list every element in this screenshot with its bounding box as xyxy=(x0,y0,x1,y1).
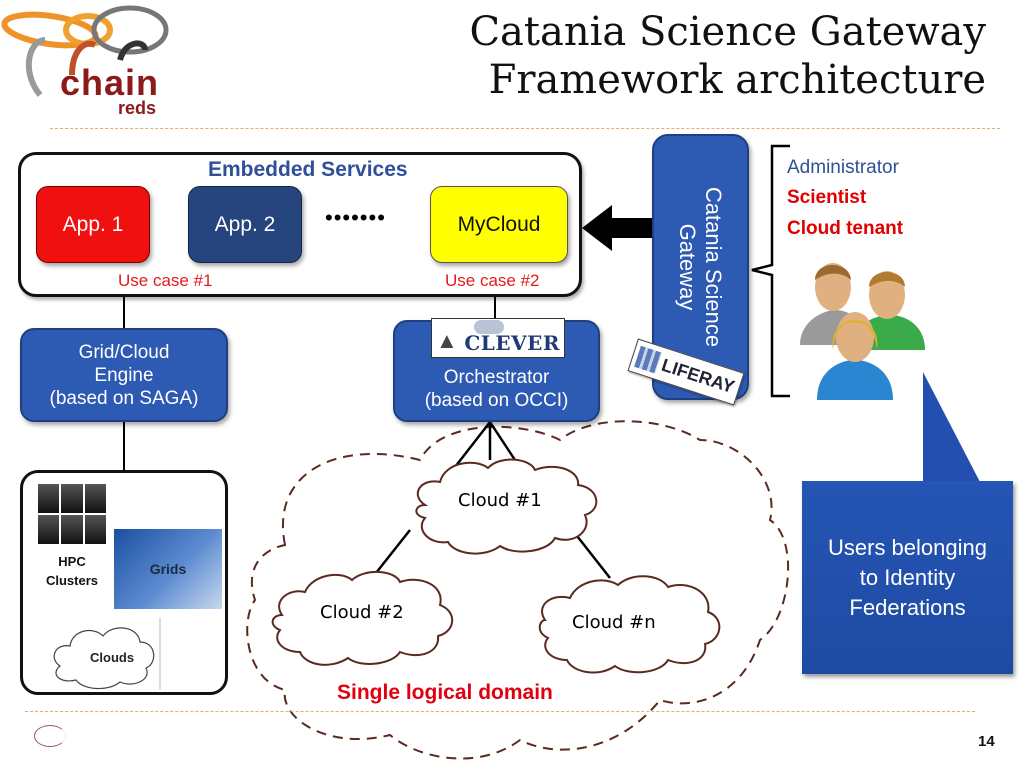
hpc-line1: HPC xyxy=(58,554,86,569)
cloud-2-label: Cloud #2 xyxy=(320,602,404,623)
connector-cloud1-cloud2 xyxy=(371,529,411,579)
logo-rings-icon xyxy=(1,5,169,97)
roles-bracket xyxy=(751,144,790,398)
apps-ellipsis: ••••••• xyxy=(325,205,386,230)
clever-wolf-icon: ▲ xyxy=(436,328,458,353)
app-2-label: App. 2 xyxy=(214,212,276,236)
mycloud-label: MyCloud xyxy=(457,212,541,236)
footer-divider xyxy=(25,711,975,712)
use-case-1-label: Use case #1 xyxy=(118,271,213,290)
hpc-clusters-label: HPC Clusters xyxy=(30,552,114,590)
liferay-logo-icon xyxy=(634,345,662,374)
gateway-label: Catania Science Gateway xyxy=(675,187,727,347)
logo-word-reds: reds xyxy=(118,98,157,118)
connector-cloud1-cloudn xyxy=(569,526,611,579)
callout-line2: to Identity xyxy=(859,564,956,590)
grids-label: Grids xyxy=(149,561,187,577)
role-scientist: Scientist xyxy=(787,187,867,208)
engine-line3: (based on SAGA) xyxy=(49,387,199,409)
page-number: 14 xyxy=(978,733,995,750)
single-domain-outline xyxy=(246,420,790,760)
clever-badge: ▲ CLEVER xyxy=(431,318,565,358)
callout-pointer xyxy=(923,372,980,482)
single-logical-domain-label: Single logical domain xyxy=(337,681,553,704)
users-group-icon xyxy=(800,263,925,400)
clouds-resource-label: Clouds xyxy=(90,650,135,665)
callout-line3: Federations xyxy=(849,594,966,620)
app-2-box[interactable]: App. 2 xyxy=(188,186,302,263)
embedded-services-heading: Embedded Services xyxy=(208,158,408,181)
logo-word-chain: chain xyxy=(60,62,160,103)
title-line-2: Framework architecture xyxy=(488,57,986,103)
role-cloud-tenant: Cloud tenant xyxy=(787,218,904,239)
app-1-box[interactable]: App. 1 xyxy=(36,186,150,263)
connector-orch-cloud1-c xyxy=(488,421,517,461)
role-administrator: Administrator xyxy=(787,157,899,178)
chain-reds-logo: chain reds xyxy=(0,0,200,125)
hpc-line2: Clusters xyxy=(45,573,99,588)
title-line-1: Catania Science Gateway xyxy=(469,9,986,55)
orchestrator-line1: Orchestrator xyxy=(443,367,550,388)
app-1-label: App. 1 xyxy=(62,212,124,236)
orchestrator-line2: (based on OCCI) xyxy=(424,390,569,411)
mycloud-box[interactable]: MyCloud xyxy=(430,186,568,263)
callout-line1: Users belonging xyxy=(828,534,987,560)
identity-federation-callout: Users belonging to Identity Federations xyxy=(802,481,1013,674)
arrow-gateway-to-services xyxy=(582,205,655,251)
clouds-resource-icon xyxy=(53,618,161,690)
clever-label: CLEVER xyxy=(464,331,560,355)
gateway-label-line1: Catania Science xyxy=(701,186,727,348)
gateway-label-line2: Gateway xyxy=(675,223,701,311)
engine-line1: Grid/Cloud xyxy=(78,341,170,363)
hpc-clusters-icon xyxy=(38,484,106,544)
cloud-1-label: Cloud #1 xyxy=(458,490,542,511)
cloud-n-label: Cloud #n xyxy=(572,612,656,633)
slide-title: Catania Science Gateway Framework archit… xyxy=(469,8,986,104)
header-divider xyxy=(50,128,1000,129)
footer-ring-icon xyxy=(34,725,66,747)
grid-cloud-engine-box[interactable]: Grid/Cloud Engine (based on SAGA) xyxy=(20,328,228,422)
clever-moon-cloud-icon xyxy=(474,320,504,334)
use-case-2-label: Use case #2 xyxy=(445,271,540,290)
engine-line2: Engine xyxy=(94,364,154,386)
grids-image: Grids xyxy=(114,529,222,609)
